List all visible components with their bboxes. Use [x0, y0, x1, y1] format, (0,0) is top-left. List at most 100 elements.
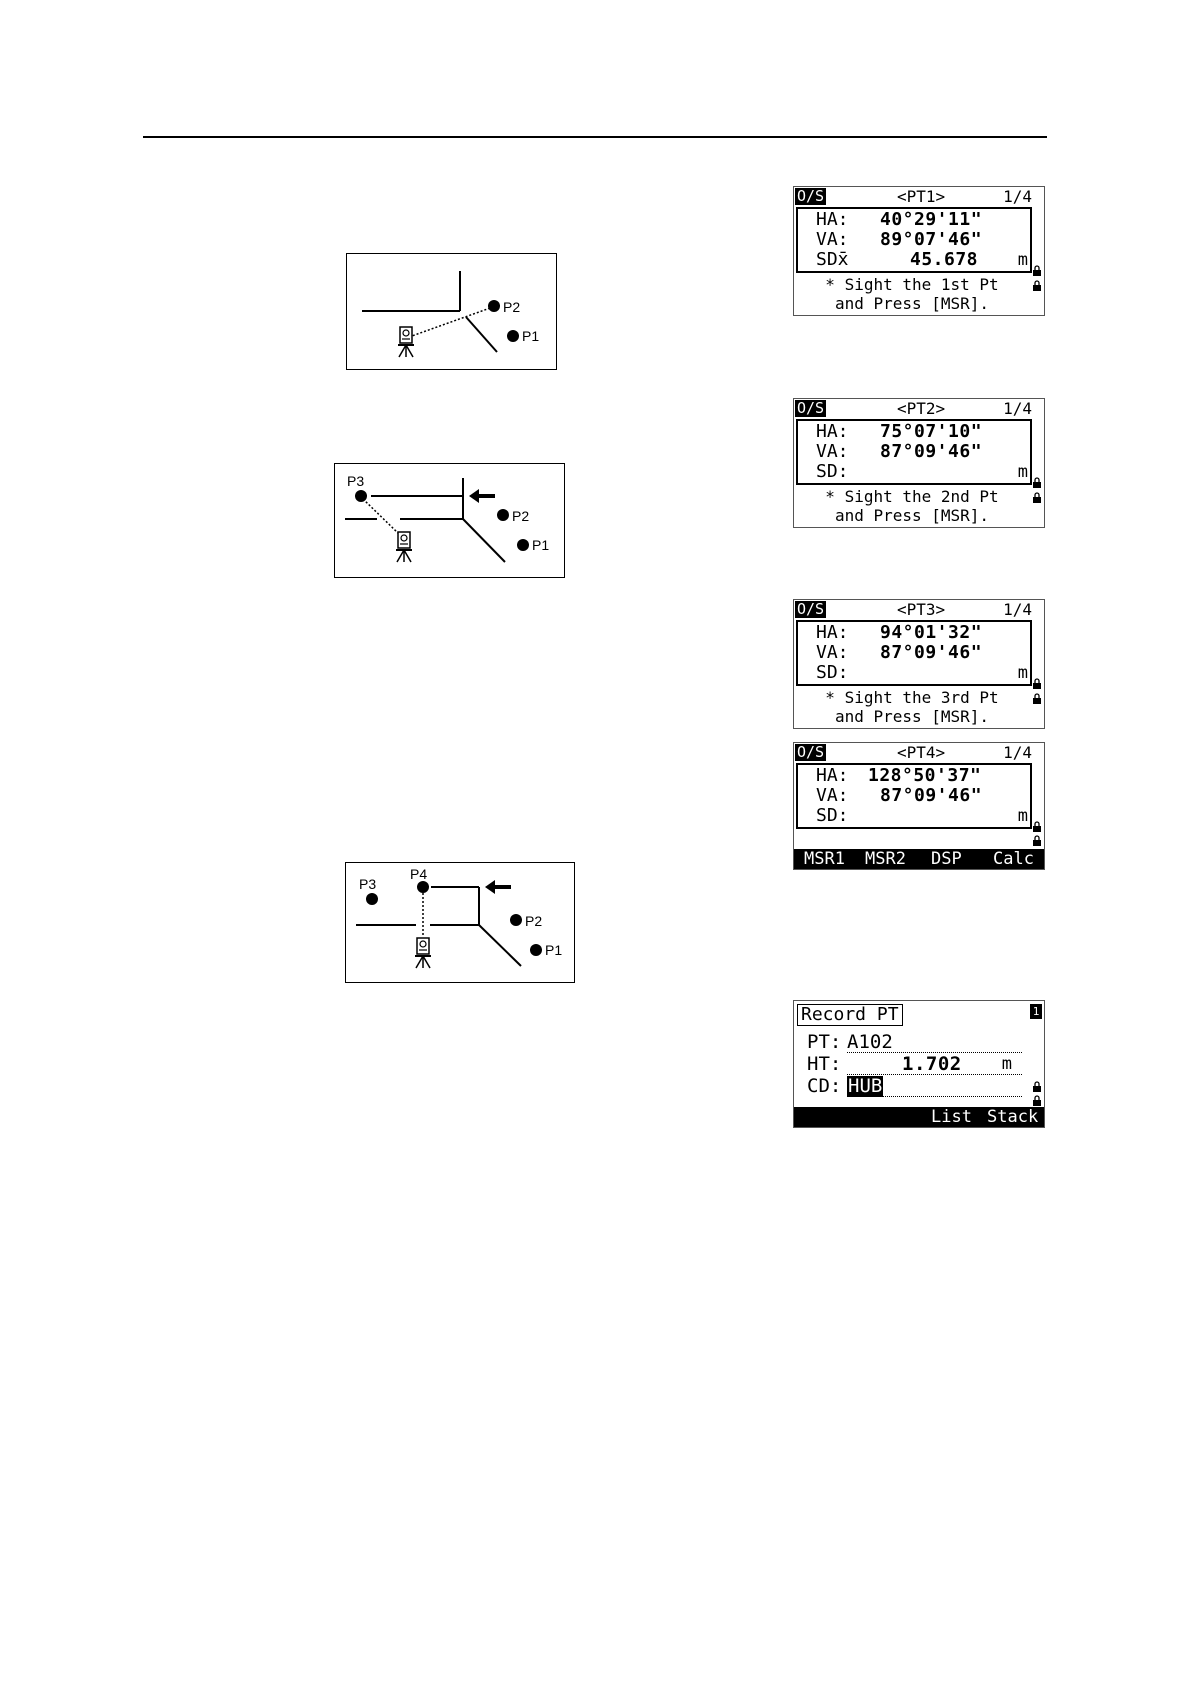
total-station-icon — [396, 531, 412, 563]
total-station-icon — [415, 937, 431, 969]
point-p2-label: P2 — [512, 508, 529, 524]
screen-title: Record PT — [797, 1004, 903, 1026]
point-p1-label: P1 — [545, 942, 562, 958]
va-value: 87°09'46" — [880, 785, 983, 806]
measurement-box: HA: 75°07'10" VA: 87°09'46" SD: m — [796, 419, 1032, 485]
message-line-2: and Press [MSR]. — [834, 707, 990, 726]
softkey-bar: MSR1 MSR2 DSP Calc — [794, 849, 1044, 869]
lock-icon — [1033, 280, 1041, 291]
lock-icon — [1033, 1095, 1041, 1106]
screen-header: O/S <PT1> 1/4 — [794, 187, 1044, 207]
point-p3-label: P3 — [359, 876, 376, 892]
softkey-msr2[interactable]: MSR2 — [865, 849, 906, 869]
pt-field[interactable]: A102 — [847, 1032, 1022, 1053]
ht-field[interactable]: 1.702 m — [847, 1054, 1022, 1075]
ha-value: 128°50'37" — [868, 765, 982, 786]
point-p2-marker — [488, 300, 500, 312]
point-p1-label: P1 — [522, 328, 539, 344]
lock-icon — [1033, 492, 1041, 503]
message-line-1: * Sight the 3rd Pt — [825, 688, 999, 707]
point-name: <PT2> — [897, 399, 946, 418]
sd-row: SD: m — [816, 461, 1028, 483]
measurement-box: HA: 40°29'11" VA: 89°07'46" SDx̄ 45.678 … — [796, 207, 1032, 273]
point-p2-label: P2 — [503, 299, 520, 315]
lcd-screen-pt3: O/S <PT3> 1/4 HA: 94°01'32" VA: 87°09'46… — [793, 599, 1045, 729]
softkey-stack[interactable]: Stack — [987, 1107, 1039, 1127]
message-line-1: * Sight the 2nd Pt — [825, 487, 999, 506]
point-p3-label: P3 — [347, 473, 364, 489]
va-row: VA: 89°07'46" — [816, 229, 983, 250]
lock-icon — [1033, 265, 1041, 276]
sight-line — [362, 498, 400, 535]
ht-value: 1.702 — [902, 1053, 962, 1075]
point-name: <PT4> — [897, 743, 946, 762]
message-line-2: and Press [MSR]. — [834, 506, 990, 525]
lock-icon — [1033, 477, 1041, 488]
ht-row: HT: 1.702 m — [807, 1054, 1027, 1075]
point-p1-marker — [530, 944, 542, 956]
sd-unit: m — [1017, 462, 1028, 482]
mode-badge: O/S — [795, 187, 827, 205]
ht-unit: m — [1001, 1054, 1012, 1074]
header-rule — [143, 136, 1047, 138]
va-row: VA: 87°09'46" — [816, 642, 983, 663]
page-indicator: 1/4 — [1003, 600, 1032, 619]
ha-value: 40°29'11" — [880, 209, 983, 230]
sd-unit: m — [1017, 806, 1028, 826]
sd-unit: m — [1017, 663, 1028, 683]
mode-badge: O/S — [795, 399, 827, 417]
lock-icon — [1033, 1081, 1041, 1092]
point-p1-label: P1 — [532, 537, 549, 553]
cd-value: HUB — [847, 1075, 884, 1097]
softkey-list[interactable]: List — [931, 1107, 972, 1127]
va-row: VA: 87°09'46" — [816, 441, 983, 462]
lcd-screen-record-pt: Record PT 1 PT: A102 HT: 1.702 m CD: HUB… — [793, 1000, 1045, 1128]
lock-icon — [1033, 821, 1041, 832]
point-p4-label: P4 — [410, 866, 427, 882]
point-p4-marker — [417, 881, 429, 893]
point-p1-marker — [507, 330, 519, 342]
page-indicator: 1/4 — [1003, 743, 1032, 762]
softkey-dsp[interactable]: DSP — [931, 849, 962, 869]
ha-row: HA: 40°29'11" — [816, 209, 983, 230]
va-value: 89°07'46" — [880, 229, 983, 250]
measurement-box: HA: 94°01'32" VA: 87°09'46" SD: m — [796, 620, 1032, 686]
sight-line — [408, 306, 494, 338]
ha-value: 75°07'10" — [880, 421, 983, 442]
lock-icon — [1033, 693, 1041, 704]
point-p3-marker — [355, 490, 367, 502]
point-name: <PT1> — [897, 187, 946, 206]
screen-header: O/S <PT4> 1/4 — [794, 743, 1044, 763]
va-row: VA: 87°09'46" — [816, 785, 983, 806]
screen-header: O/S <PT2> 1/4 — [794, 399, 1044, 419]
message-line-2: and Press [MSR]. — [834, 294, 990, 313]
softkey-bar: List Stack — [794, 1107, 1044, 1127]
softkey-msr1[interactable]: MSR1 — [804, 849, 845, 869]
diagram-sight-p1: P2 P1 — [346, 253, 557, 370]
lcd-screen-pt4: O/S <PT4> 1/4 HA: 128°50'37" VA: 87°09'4… — [793, 742, 1045, 870]
wall-diagonal — [465, 316, 498, 353]
arrow-left-icon — [485, 880, 511, 894]
cd-field[interactable]: HUB — [847, 1076, 1022, 1097]
sd-row: SDx̄ 45.678 m — [816, 249, 1028, 271]
mode-badge: O/S — [795, 743, 827, 761]
sd-unit: m — [1017, 250, 1028, 270]
point-p3-marker — [366, 893, 378, 905]
ha-row: HA: 75°07'10" — [816, 421, 983, 442]
arrow-left-icon — [469, 489, 495, 503]
point-name: <PT3> — [897, 600, 946, 619]
input-mode-badge: 1 — [1030, 1004, 1042, 1019]
lock-icon — [1033, 835, 1041, 846]
lcd-screen-pt1: O/S <PT1> 1/4 HA: 40°29'11" VA: 89°07'46… — [793, 186, 1045, 316]
cd-row: CD: HUB — [807, 1076, 1027, 1097]
screen-header: O/S <PT3> 1/4 — [794, 600, 1044, 620]
sd-row: SD: m — [816, 662, 1028, 684]
pt-row: PT: A102 — [807, 1032, 1027, 1053]
va-value: 87°09'46" — [880, 441, 983, 462]
pt-value: A102 — [847, 1031, 893, 1053]
wall-diagonal — [478, 924, 522, 967]
lcd-screen-pt2: O/S <PT2> 1/4 HA: 75°07'10" VA: 87°09'46… — [793, 398, 1045, 528]
total-station-icon — [398, 326, 414, 358]
softkey-calc[interactable]: Calc — [993, 849, 1034, 869]
page-indicator: 1/4 — [1003, 187, 1032, 206]
